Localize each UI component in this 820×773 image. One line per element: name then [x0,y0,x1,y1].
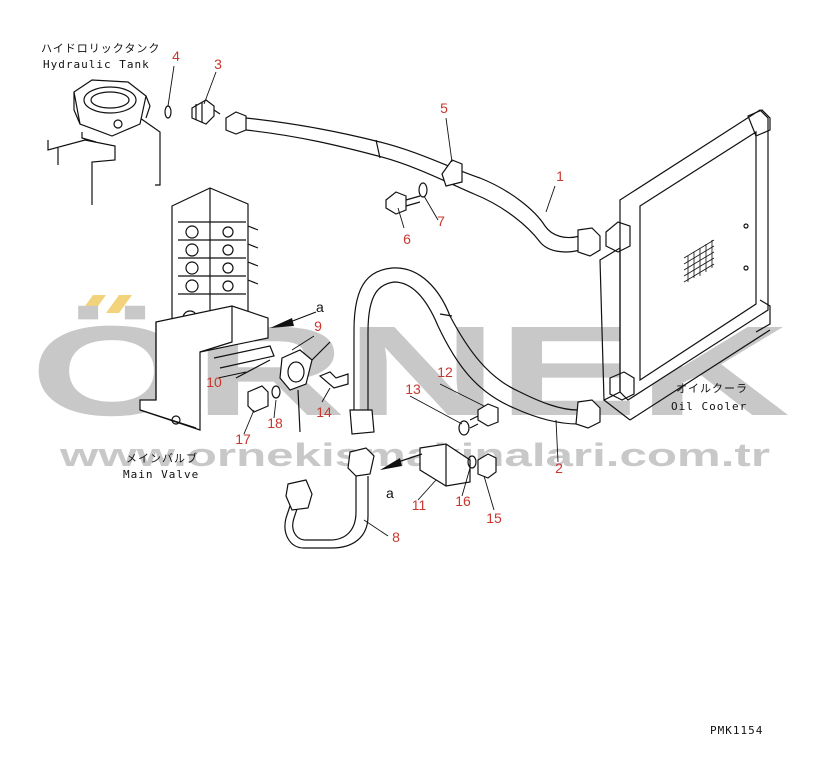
callout-7: 7 [437,213,445,229]
watermark-accent-right [106,295,132,313]
label-main-valve-en: Main Valve [123,468,199,481]
cooler-mesh-grid [683,239,715,283]
callout-14: 14 [316,404,332,420]
ref-a-arrow-top [270,318,294,328]
callout-16: 16 [455,493,471,509]
callout-numbers: 1 2 3 4 5 6 7 8 9 10 11 12 13 14 15 16 1… [172,48,564,545]
callout-6: 6 [403,231,411,247]
watermark-url-text: www.ornekismakinalari.com.tr [58,437,770,473]
callout-5: 5 [440,100,448,116]
reference-arrows [270,311,423,470]
callout-9: 9 [314,318,322,334]
label-hydraulic-tank-jp: ハイドロリックタンク [41,42,160,55]
hose-1 [225,111,601,257]
callout-3: 3 [214,56,222,72]
watermark-accent-left [80,295,106,313]
leader-lines [167,65,559,537]
callout-17: 17 [235,431,251,447]
fitting-parts-3-4 [164,99,221,125]
fittings-9-10-14-17-18 [213,341,349,433]
callout-13: 13 [405,381,421,397]
drawing-code: PMK1154 [710,724,763,737]
bracket-bolt-nut-11-12-13-15-16 [419,403,499,487]
oil-cooler [599,109,771,421]
callout-2: 2 [555,460,563,476]
component-labels: ハイドロリックタンク Hydraulic Tank メインバルブ Main Va… [41,42,763,737]
main-valve [171,187,259,339]
callout-15: 15 [486,510,502,526]
callout-4: 4 [172,48,180,64]
label-hydraulic-tank-en: Hydraulic Tank [43,58,150,71]
ref-a-arrow-bottom [380,458,402,470]
callout-1: 1 [556,168,564,184]
label-oil-cooler-en: Oil Cooler [671,400,747,413]
label-main-valve-jp: メインバルブ [126,451,198,465]
label-ref-a-bottom: a [386,485,394,501]
valve-bracket [139,305,269,431]
callout-12: 12 [437,364,453,380]
callout-11: 11 [412,497,427,513]
hose-8 [284,447,375,549]
clamp-bolt-washer-5-6-7 [385,159,463,215]
label-oil-cooler-jp: オイルクーラ [676,382,748,395]
callout-18: 18 [267,415,283,431]
label-ref-a-top: a [316,299,324,315]
callout-8: 8 [392,529,400,545]
callout-10: 10 [206,374,222,390]
hydraulic-tank [47,79,161,205]
hose-2 [349,267,601,435]
